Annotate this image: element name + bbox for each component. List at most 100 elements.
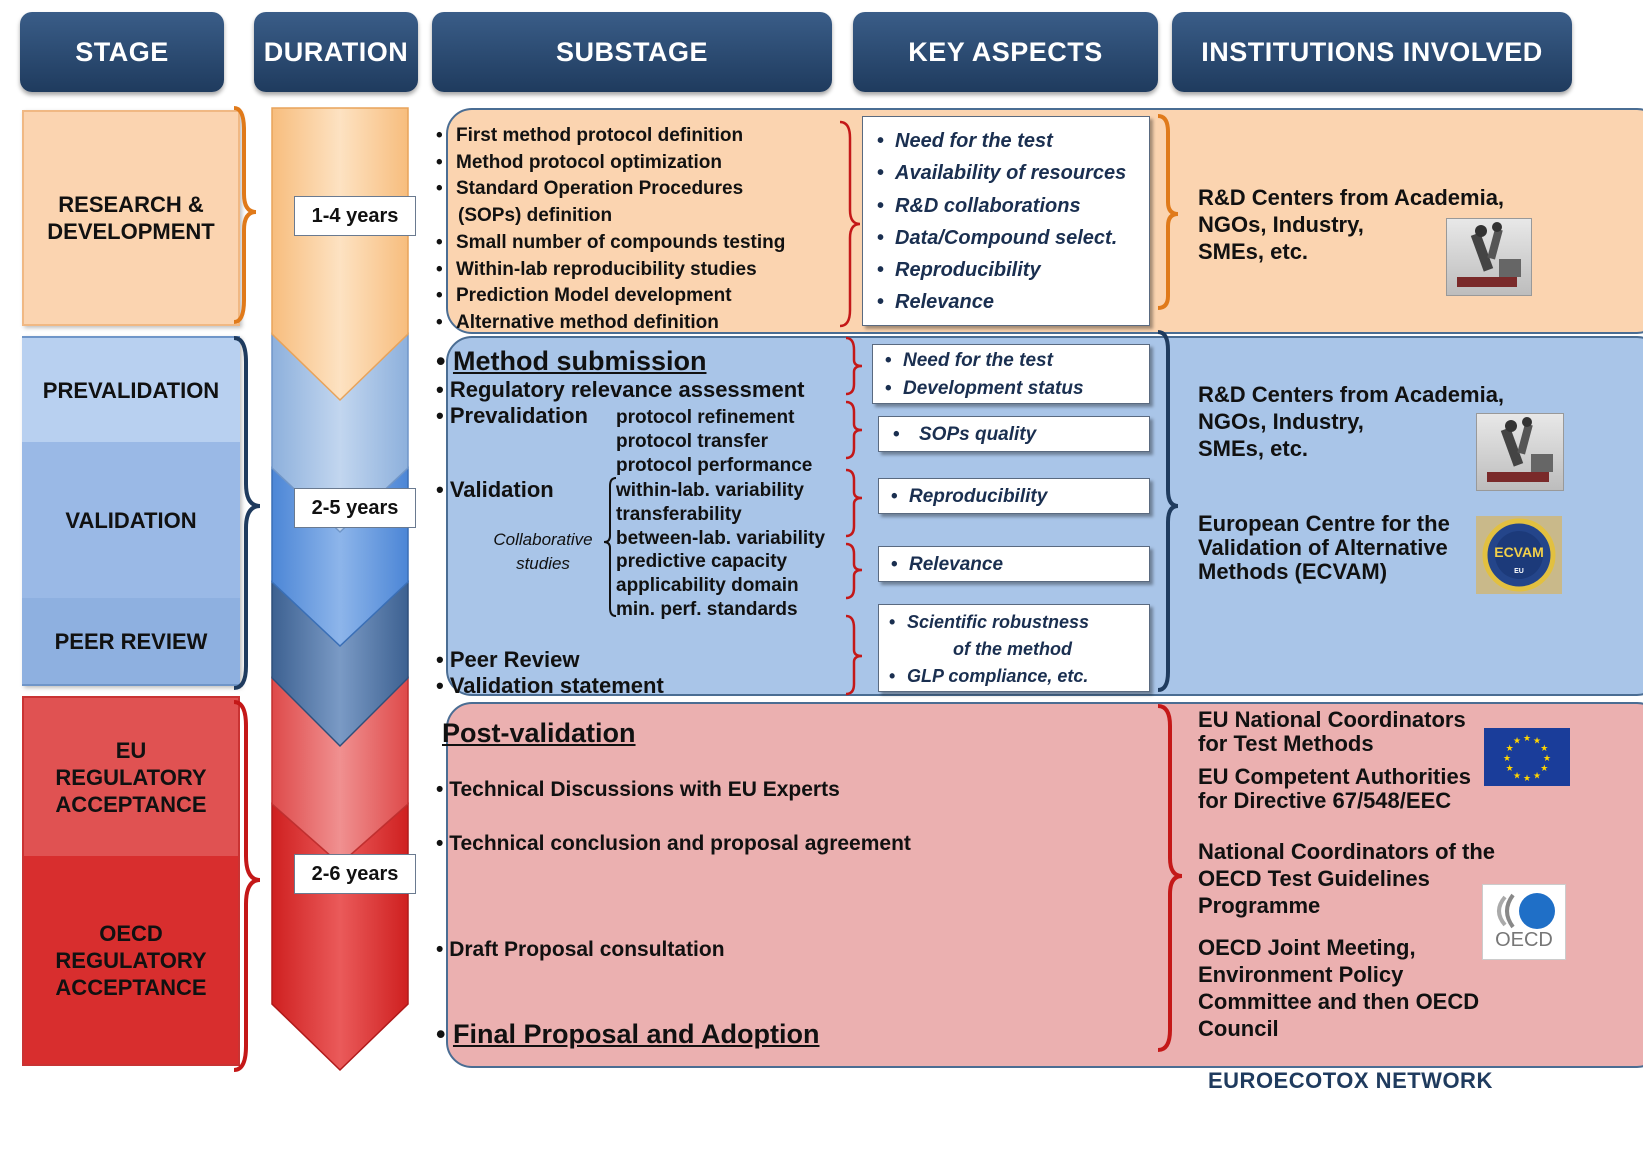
eu-star-icon: ★ (1533, 736, 1541, 746)
validation-item: predictive capacity (616, 551, 788, 573)
oecd-logo: OECD (1482, 884, 1566, 960)
header-institutions: INSTITUTIONS INVOLVED (1172, 12, 1572, 92)
key-aspect: Reproducibility (887, 483, 1141, 511)
duration-rd: 1-4 years (294, 196, 416, 236)
eu-star-icon: ★ (1506, 763, 1514, 773)
institution-ecvam: European Centre for the Validation of Al… (1198, 511, 1450, 584)
list-item: (SOPs) definition (436, 203, 836, 230)
institution-val-rd: R&D Centers from Academia, NGOs, Industr… (1198, 382, 1505, 461)
inst-brace-val (1157, 330, 1179, 692)
eu-star-icon: ★ (1540, 763, 1548, 773)
brace-validation (233, 336, 261, 690)
list-item: Small number of compounds testing (436, 230, 836, 257)
prevalidation-item: protocol transfer (616, 431, 769, 452)
key-aspect: Availability of resources (873, 157, 1139, 190)
val-key-braces (845, 336, 863, 696)
institution-eu-authorities: EU Competent Authorities for Directive 6… (1198, 764, 1471, 813)
post-item-1: • Technical Discussions with EU Experts (436, 778, 840, 801)
brace-post (233, 700, 261, 1072)
institution-oecd-council: OECD Joint Meeting, Environment Policy C… (1198, 935, 1480, 1041)
institution-oecd-coordinators: National Coordinators of the OECD Test G… (1198, 839, 1495, 918)
key-aspect: Need for the test (881, 347, 1141, 375)
list-item-continuation: (SOPs) definition (458, 205, 613, 227)
microscope-icon (1457, 222, 1521, 287)
brace-rd (233, 106, 257, 324)
inst-brace-post (1157, 704, 1183, 1052)
key-aspect: Development status (881, 375, 1141, 403)
institution-braces (1157, 114, 1183, 1052)
key-aspect: Scientific robustness (885, 609, 1143, 636)
ecvam-seal-icon (1482, 518, 1556, 592)
eu-star-icon: ★ (1513, 736, 1521, 746)
microscope-image-2 (1476, 413, 1564, 491)
val-validation-items: within-lab. variability transferability … (616, 479, 825, 622)
eu-star-icon: ★ (1513, 770, 1521, 780)
eu-star-icon: ★ (1503, 753, 1511, 763)
oecd-logo-text: OECD (1495, 929, 1553, 951)
stage-validation: VALIDATION (22, 442, 240, 598)
rd-key-aspects-box: Need for the test Availability of resour… (862, 116, 1150, 326)
list-item: Alternative method definition (436, 310, 836, 337)
key-aspect: Reproducibility (873, 254, 1139, 287)
header-key-aspects: KEY ASPECTS (853, 12, 1158, 92)
eu-star-icon: ★ (1533, 770, 1541, 780)
oecd-rings-icon (1497, 893, 1555, 929)
list-item: Within-lab reproducibility studies (436, 257, 836, 284)
val-peer-review: • Peer Review (436, 647, 580, 672)
institution-eu-coordinators: EU National Coordinators for Test Method… (1198, 707, 1466, 756)
list-item: Prediction Model development (436, 283, 836, 310)
key-aspect: R&D collaborations (873, 190, 1139, 223)
eu-star-icon: ★ (1506, 743, 1514, 753)
header-duration: DURATION (254, 12, 418, 92)
post-item-3: • Draft Proposal consultation (436, 938, 725, 961)
val-prevalidation-items: protocol refinement protocol transfer pr… (616, 406, 812, 478)
band-post (446, 702, 1643, 1068)
chevron-research (271, 107, 409, 402)
institution-rd: R&D Centers from Academia, NGOs, Industr… (1198, 185, 1505, 264)
list-item: First method protocol definition (436, 123, 836, 150)
eu-star-icon: ★ (1523, 733, 1531, 743)
key-aspect-continuation: of the method (953, 639, 1072, 659)
key-aspect: Relevance (873, 286, 1139, 319)
stage-braces (233, 106, 261, 1072)
val-key-box-4: Relevance (878, 546, 1150, 582)
validation-item: transferability (616, 503, 742, 525)
post-item-2: • Technical conclusion and proposal agre… (436, 832, 911, 855)
post-final: • Final Proposal and Adoption (436, 1019, 820, 1049)
eu-flag: ★★★★★★★★★★★★ (1484, 728, 1570, 786)
header-substage: SUBSTAGE (432, 12, 832, 92)
validation-items-brace (603, 477, 617, 617)
prevalidation-item: protocol refinement (616, 407, 795, 428)
rd-substage-list: First method protocol definition Method … (436, 123, 836, 337)
val-key-box-3: Reproducibility (878, 478, 1150, 514)
rd-key-brace (839, 120, 861, 328)
list-item: Standard Operation Procedures (436, 176, 836, 203)
eu-star-icon: ★ (1540, 743, 1548, 753)
ecvam-logo: ECVAM EU (1476, 516, 1562, 594)
stage-prevalidation: PREVALIDATION (22, 338, 240, 442)
list-item: Method protocol optimization (436, 150, 836, 177)
validation-item: between-lab. variability (616, 527, 826, 549)
eu-stars-icon: ★★★★★★★★★★★★ (1503, 733, 1551, 783)
val-key-box-5: Scientific robustness of the method GLP … (878, 604, 1150, 692)
stage-research-development: RESEARCH & DEVELOPMENT (22, 110, 240, 326)
val-method-submission: • Method submission (436, 346, 707, 376)
duration-chevrons (271, 107, 409, 1072)
footer-network: EUROECOTOX NETWORK (1208, 1068, 1493, 1093)
val-key-box-1: Need for the test Development status (872, 344, 1150, 404)
eu-star-icon: ★ (1523, 773, 1531, 783)
ecvam-logo-eu: EU (1514, 568, 1524, 575)
val-regulatory-relevance: • Regulatory relevance assessment (436, 377, 805, 402)
post-title: Post-validation (442, 718, 636, 748)
collaborative-studies-label: Collaborative studies (493, 530, 593, 573)
microscope-icon (1487, 417, 1553, 482)
key-aspect: SOPs quality (889, 421, 1139, 449)
prevalidation-item: protocol performance (616, 455, 813, 476)
inst-brace-rd (1157, 114, 1179, 310)
val-key-box-2: SOPs quality (878, 416, 1150, 452)
val-validation: • Validation (436, 477, 554, 502)
key-aspect: Data/Compound select. (873, 222, 1139, 255)
header-stage: STAGE (20, 12, 224, 92)
key-aspect: GLP compliance, etc. (885, 663, 1143, 690)
stage-eu-acceptance: EU REGULATORY ACCEPTANCE (22, 696, 240, 856)
